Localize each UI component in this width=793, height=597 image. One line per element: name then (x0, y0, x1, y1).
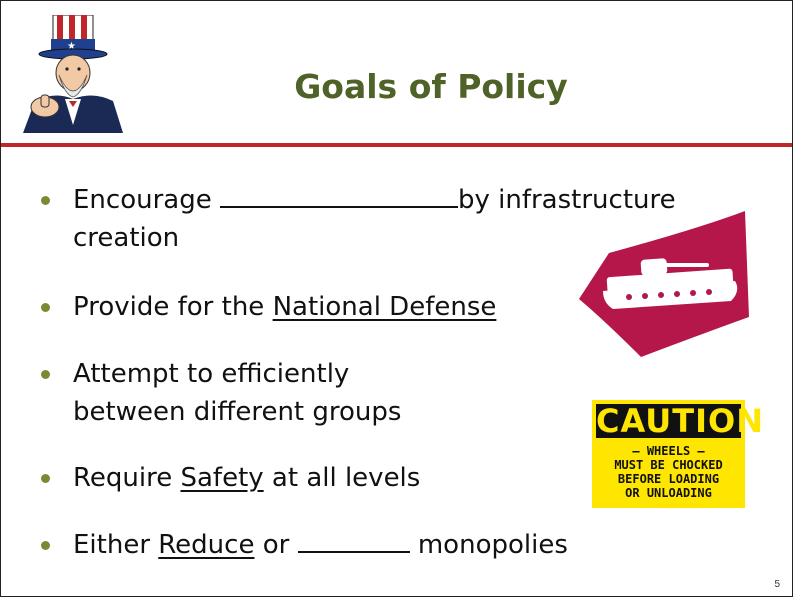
bullet-4-before: Require (73, 463, 181, 493)
uncle-sam-illustration: ★ (23, 15, 123, 133)
bullet-dot (41, 370, 50, 379)
bullet-1-line2: creation (73, 223, 180, 253)
bullet-dot (41, 303, 50, 312)
tank-crossing-sign (579, 211, 749, 357)
slide-title: Goals of Policy (294, 67, 568, 106)
page-number: 5 (774, 579, 780, 590)
bullet-2-underlined: National Defense (272, 292, 497, 322)
caution-line-2: MUST BE CHOCKED (614, 458, 723, 472)
caution-heading: CAUTION (596, 402, 764, 440)
caution-sign: CAUTION – WHEELS – MUST BE CHOCKED BEFOR… (592, 400, 764, 508)
fill-in-blank (219, 182, 458, 208)
svg-text:★: ★ (67, 41, 76, 52)
bullet-3-line2: between different groups (73, 397, 402, 427)
bullet-1-after: by infrastructure (457, 185, 676, 215)
fill-in-blank (297, 527, 410, 553)
bullet-5-underlined: Reduce (158, 530, 255, 560)
bullet-4-underlined: Safety (180, 463, 264, 493)
bullet-dot (41, 196, 50, 205)
bullet-5-after: monopolies (409, 530, 568, 560)
caution-line-3: BEFORE LOADING (617, 472, 720, 486)
bullet-5-middle: or (254, 530, 298, 560)
bullet-4-after: at all levels (263, 463, 421, 493)
bullet-dot (41, 541, 50, 550)
bullet-1-before: Encourage (73, 185, 220, 215)
caution-line-1: – WHEELS – (632, 444, 705, 458)
bullet-dot (41, 474, 50, 483)
header-divider (1, 143, 792, 147)
bullet-2-before: Provide for the (73, 292, 273, 322)
bullet-3-line1: Attempt to efficiently (73, 359, 350, 389)
bullet-5-before: Either (73, 530, 159, 560)
caution-line-4: OR UNLOADING (625, 486, 712, 500)
